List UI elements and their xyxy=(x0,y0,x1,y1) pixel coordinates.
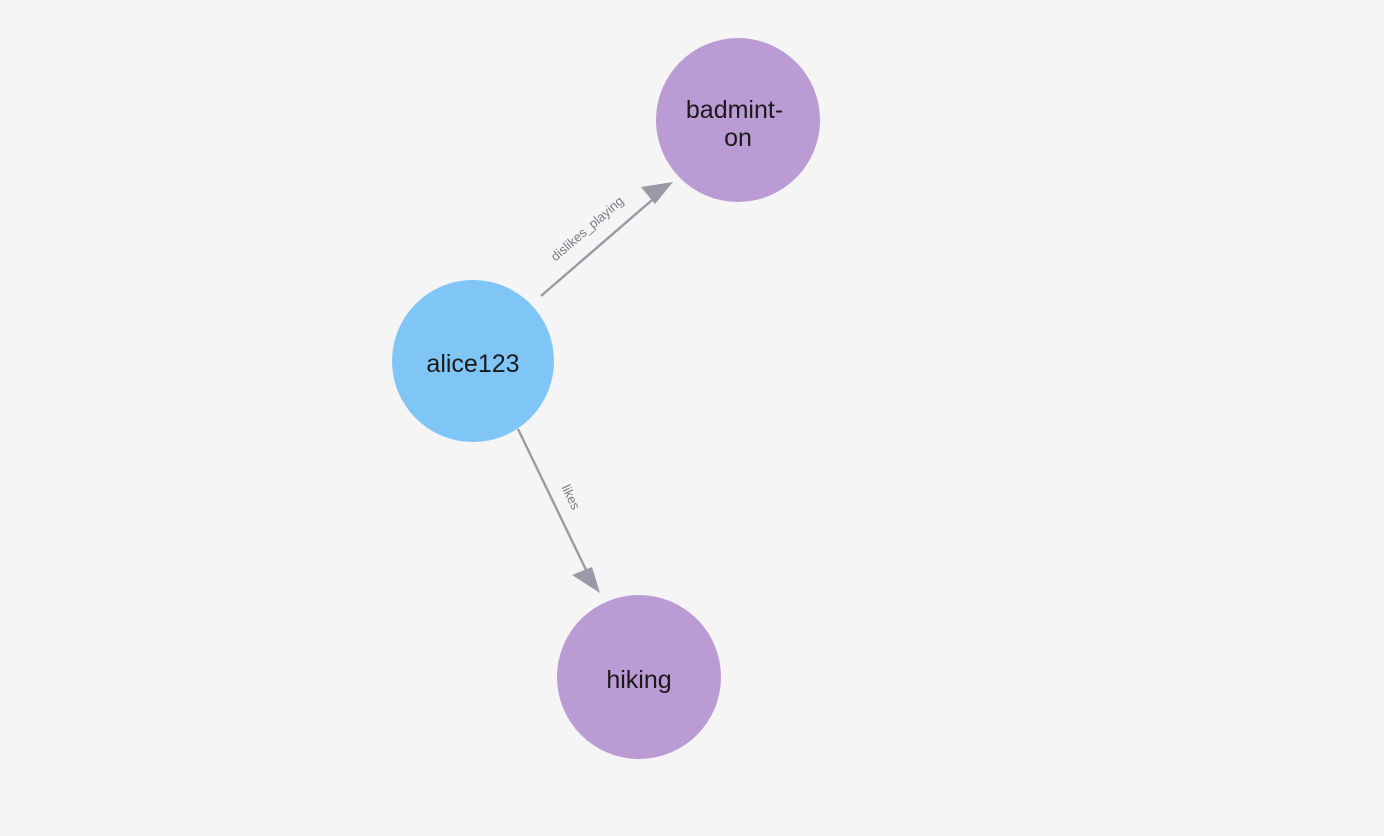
node-badminton[interactable]: badmint- on xyxy=(656,38,820,202)
edge-line-likes xyxy=(516,428,590,575)
node-circle-badminton[interactable] xyxy=(656,38,820,202)
node-group: badmint- on alice123 hiking xyxy=(392,38,820,759)
node-circle-hiking[interactable] xyxy=(557,595,721,759)
edge-line-dislikes_playing xyxy=(540,193,660,297)
node-hiking[interactable]: hiking xyxy=(557,595,721,759)
node-alice123[interactable]: alice123 xyxy=(392,280,554,442)
arrowhead-dislikes_playing xyxy=(641,182,673,204)
edge-label-likes: likes xyxy=(559,482,584,512)
edge-likes[interactable]: likes xyxy=(516,428,600,593)
arrowhead-likes xyxy=(572,567,600,593)
edge-label-dislikes_playing: dislikes_playing xyxy=(548,193,627,264)
node-circle-alice123[interactable] xyxy=(392,280,554,442)
edge-dislikes_playing[interactable]: dislikes_playing xyxy=(540,182,673,297)
